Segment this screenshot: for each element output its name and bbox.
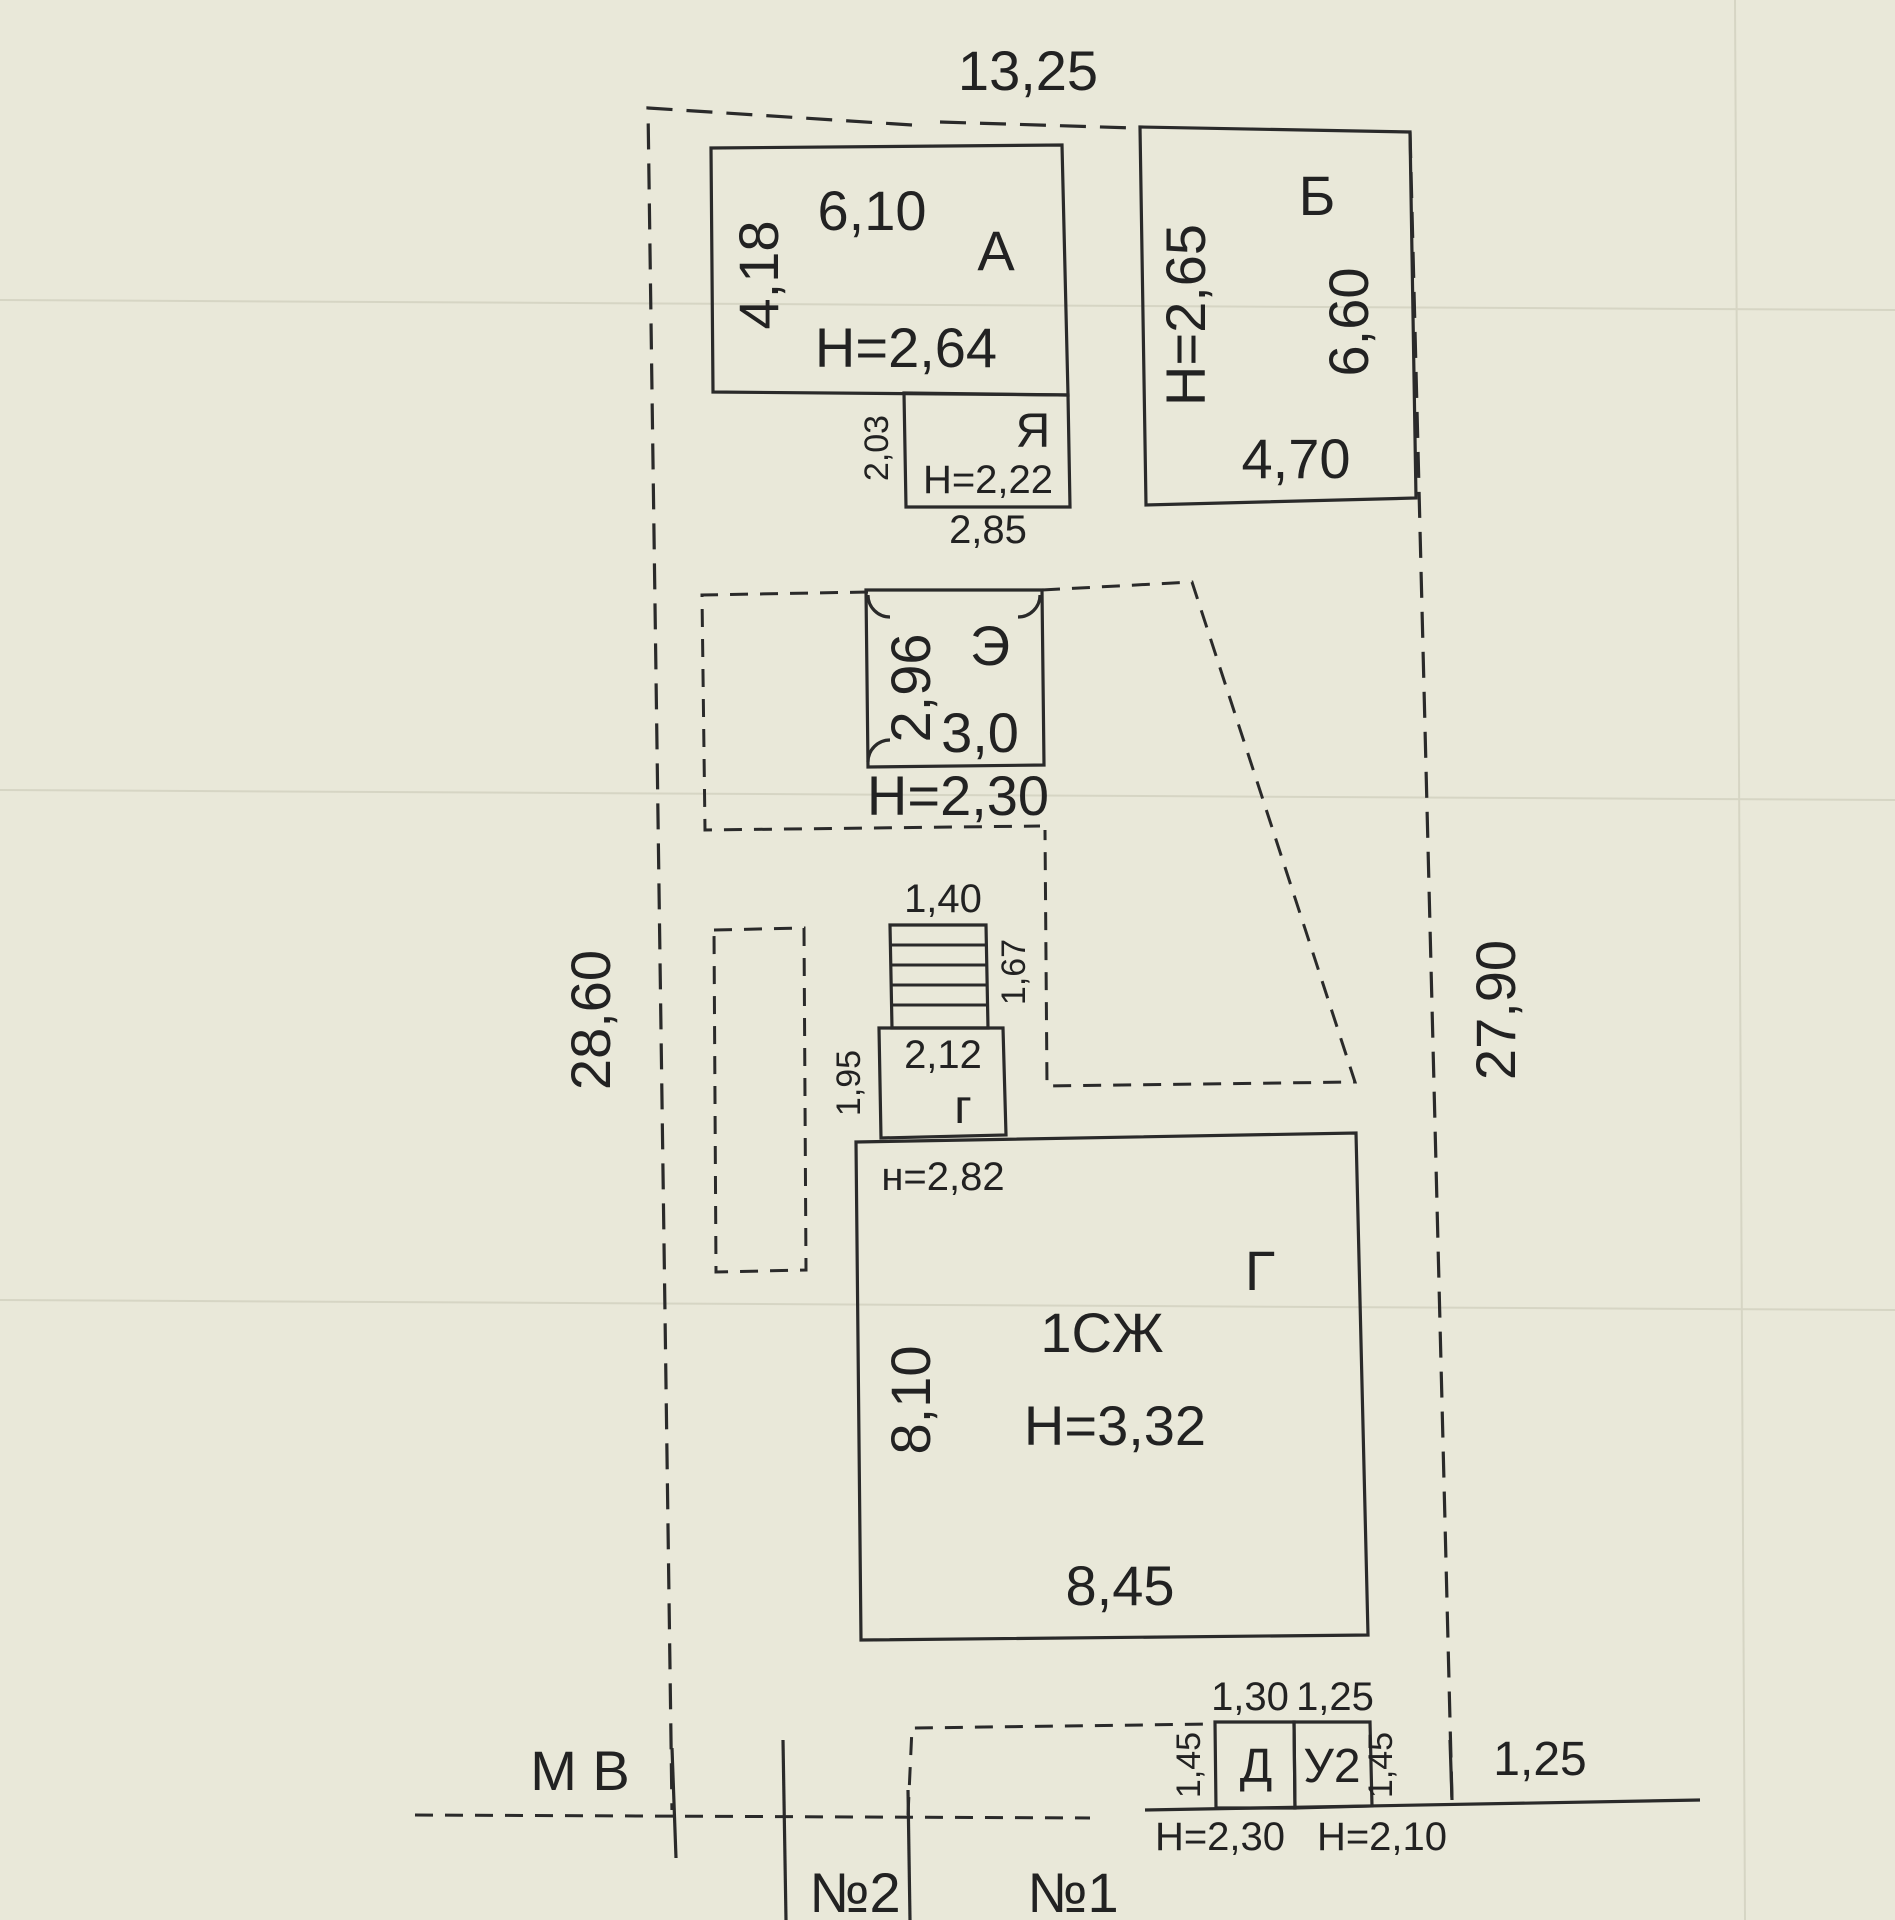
building-E-height: Н=2,30 (867, 764, 1049, 827)
main-house-width: 8,45 (1066, 1554, 1175, 1617)
stairs-depth: 1,67 (995, 939, 1033, 1005)
building-D-width: 1,30 (1211, 1675, 1289, 1719)
outbuilding-dashed-left (700, 590, 1041, 832)
neighbour-right-label: №1 (1027, 1861, 1118, 1920)
plot-right-length: 27,90 (1464, 940, 1527, 1080)
building-A-depth: 4,18 (727, 221, 790, 330)
main-house-name: 1СЖ (1040, 1301, 1163, 1364)
building-A-width: 6,10 (818, 179, 927, 242)
building-A-letter: А (977, 219, 1015, 282)
street-label: М В (530, 1739, 630, 1802)
building-U2-height: Н=2,10 (1317, 1815, 1447, 1859)
building-Ya-letter: Я (1016, 405, 1051, 458)
stairs-outline (888, 923, 990, 1030)
building-A-height: Н=2,64 (815, 316, 997, 379)
main-house-letter: Г (1245, 1239, 1275, 1302)
building-B-width: 4,70 (1242, 427, 1351, 490)
main-house-outline (854, 1131, 1370, 1642)
building-E-width: 3,0 (941, 701, 1019, 764)
building-B-depth: 6,60 (1317, 268, 1380, 377)
building-E-depth: 2,96 (879, 634, 942, 743)
main-house-depth: 8,10 (879, 1346, 942, 1455)
building-U2-outline (1292, 1720, 1374, 1810)
building-B-outline (1138, 125, 1418, 507)
porch-G-width: 2,12 (904, 1033, 982, 1077)
plot-boundary (646, 106, 1454, 1811)
building-D-letter: Д (1240, 1740, 1273, 1793)
porch-G-letter: г (954, 1081, 972, 1134)
building-B-height: Н=2,65 (1154, 224, 1217, 406)
building-Ya-width: 2,85 (949, 508, 1027, 552)
building-Ya-outline (902, 391, 1072, 509)
building-B-letter: Б (1299, 164, 1336, 227)
outbuilding-dashed-narrow (712, 926, 808, 1274)
porch-G-depth: 1,95 (830, 1050, 868, 1116)
street-extra-length: 1,25 (1493, 1733, 1586, 1786)
building-U2-width: 1,25 (1296, 1675, 1374, 1719)
main-house-height: Н=3,32 (1024, 1394, 1206, 1457)
building-D-height: Н=2,30 (1155, 1815, 1285, 1859)
building-Ya-height: Н=2,22 (923, 458, 1053, 502)
porch-G-height: н=2,82 (881, 1155, 1004, 1199)
porch-G-outline (877, 1026, 1008, 1140)
plot-left-length: 28,60 (559, 950, 622, 1090)
building-U2-letter: У2 (1303, 1740, 1360, 1793)
stairs-hatch (890, 943, 988, 1007)
building-E-corner-marks (866, 594, 1042, 763)
building-U2-depth: 1,45 (1362, 1732, 1400, 1798)
plot-top-length: 13,25 (958, 39, 1098, 102)
outbuilding-dashed-trapezoid (1041, 580, 1358, 1088)
neighbour-left-label: №2 (809, 1861, 900, 1920)
building-E-outline (864, 588, 1046, 769)
building-E-letter: Э (970, 614, 1010, 677)
building-Ya-depth: 2,03 (858, 415, 896, 481)
stairs-width: 1,40 (904, 877, 982, 921)
building-D-depth: 1,45 (1170, 1732, 1208, 1798)
